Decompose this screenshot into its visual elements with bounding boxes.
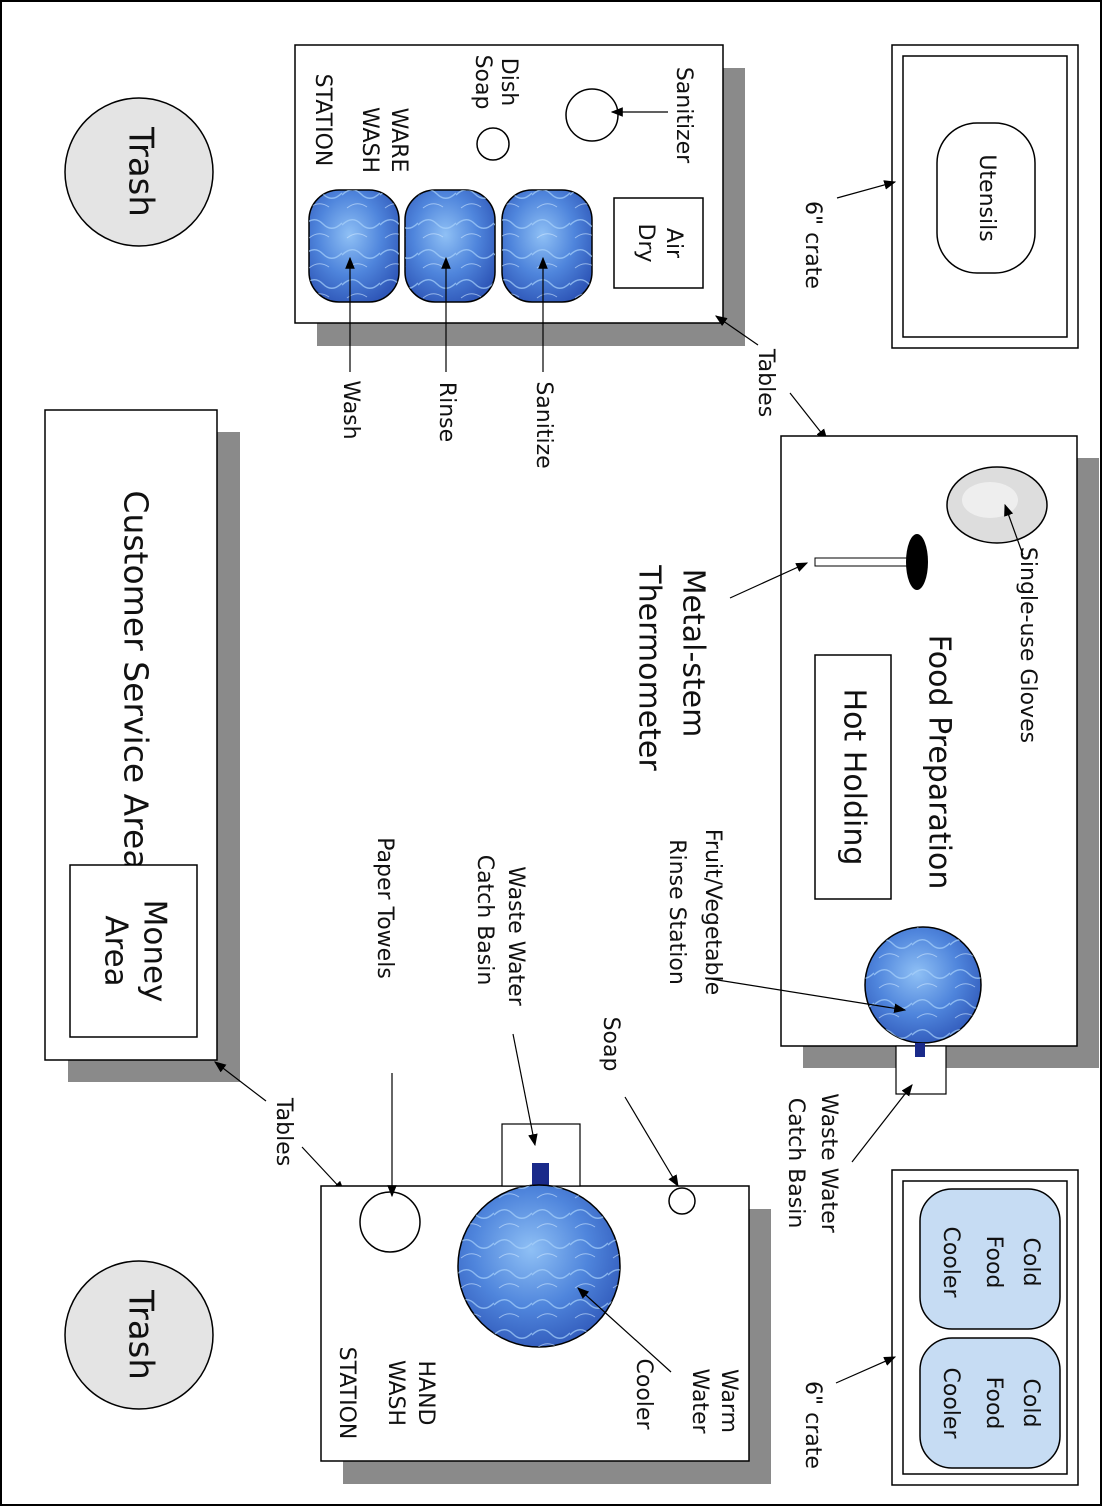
waste-water-label-right-1: Waste Water <box>816 1093 841 1233</box>
hand-wash-station: HAND WASH STATION Warm Water Cooler <box>320 1123 771 1484</box>
svg-text:Food: Food <box>981 1236 1006 1289</box>
tables-label-top: Tables <box>753 348 778 417</box>
thermometer <box>814 534 928 590</box>
ware-wash-title-3: STATION <box>310 74 335 167</box>
ware-wash-title-2: WASH <box>357 107 382 173</box>
sanitize-label: Sanitize <box>531 381 556 468</box>
cold-food-cooler-2 <box>919 1337 1061 1469</box>
thermometer-line1: Metal-stem <box>676 569 711 738</box>
customer-service-title: Customer Service Area <box>117 490 156 869</box>
thermometer-line2: Thermometer <box>632 564 667 771</box>
paper-towels-label: Paper Towels <box>372 837 397 979</box>
food-prep-table: Food Preparation Hot Holding <box>780 435 1099 1068</box>
customer-service-table: Customer Service Area Money Area <box>44 409 240 1082</box>
sanitizer-dispenser <box>565 88 619 142</box>
trash-top: Trash <box>64 97 214 247</box>
trash-label: Trash <box>121 1289 161 1380</box>
soap-label: Soap <box>598 1017 623 1072</box>
air-dry-line1: Air <box>661 228 686 259</box>
waste-water-label-left-2: Catch Basin <box>472 855 497 986</box>
ware-wash-station: WARE WASH STATION Dish Soap Sanitizer Ai… <box>294 44 745 346</box>
hot-holding-label: Hot Holding <box>837 689 872 866</box>
catch-basin-food-prep <box>895 1043 947 1095</box>
dish-soap-line2: Soap <box>470 55 495 110</box>
wash-label: Wash <box>338 380 363 439</box>
ware-wash-title-1: WARE <box>386 108 411 173</box>
money-area-box <box>69 864 198 1038</box>
waste-water-label-left-1: Waste Water <box>503 866 528 1006</box>
hand-wash-title-2: WASH <box>383 1360 408 1426</box>
utensils-label: Utensils <box>974 154 999 241</box>
cooler-line3: Cooler <box>631 1359 656 1431</box>
money-area-line1: Money <box>137 900 173 1003</box>
crate-label-bottom: 6" crate <box>800 1381 825 1469</box>
paper-towels <box>359 1191 421 1253</box>
rinse-station-line1: Fruit/Vegetable <box>700 829 725 995</box>
cold-food-cooler-1 <box>919 1188 1061 1330</box>
cold-food-cooler-crate: Cold Food Cooler Cold Food Cooler <box>891 1169 1079 1486</box>
svg-text:Cold: Cold <box>1018 1238 1043 1287</box>
cooler-line1: Warm <box>716 1369 741 1433</box>
soap-dispenser <box>668 1187 696 1215</box>
hand-wash-title-3: STATION <box>334 1347 359 1440</box>
fruit-vegetable-rinse-basin <box>864 926 982 1044</box>
money-area-line2: Area <box>98 915 134 986</box>
rinse-basin <box>404 189 496 303</box>
svg-text:Food: Food <box>981 1377 1006 1430</box>
sanitize-basin <box>501 189 593 303</box>
dish-soap-dispenser <box>476 127 510 161</box>
svg-text:Cold: Cold <box>1018 1379 1043 1428</box>
trash-label: Trash <box>121 126 161 217</box>
waste-water-label-right-2: Catch Basin <box>783 1098 808 1229</box>
hot-holding-box <box>814 654 892 900</box>
food-prep-title: Food Preparation <box>922 635 957 890</box>
wash-basin <box>308 189 400 303</box>
sanitizer-label: Sanitizer <box>671 67 696 164</box>
rinse-label: Rinse <box>434 382 459 442</box>
air-dry-line2: Dry <box>633 223 658 262</box>
cooler-line2: Water <box>687 1368 712 1434</box>
crate-label-top: 6" crate <box>800 201 825 289</box>
dish-soap-line1: Dish <box>496 58 521 106</box>
tables-label-bottom: Tables <box>271 1097 296 1166</box>
svg-text:Cooler: Cooler <box>938 1368 963 1440</box>
utensils-crate: Utensils <box>891 44 1079 349</box>
trash-bottom: Trash <box>64 1260 214 1410</box>
gloves-label: Single-use Gloves <box>1015 547 1040 743</box>
svg-text:Cooler: Cooler <box>938 1227 963 1299</box>
hand-wash-title-1: HAND <box>413 1361 438 1426</box>
air-dry-box <box>613 197 704 289</box>
rinse-station-line2: Rinse Station <box>664 839 689 985</box>
warm-water-cooler <box>457 1184 621 1348</box>
